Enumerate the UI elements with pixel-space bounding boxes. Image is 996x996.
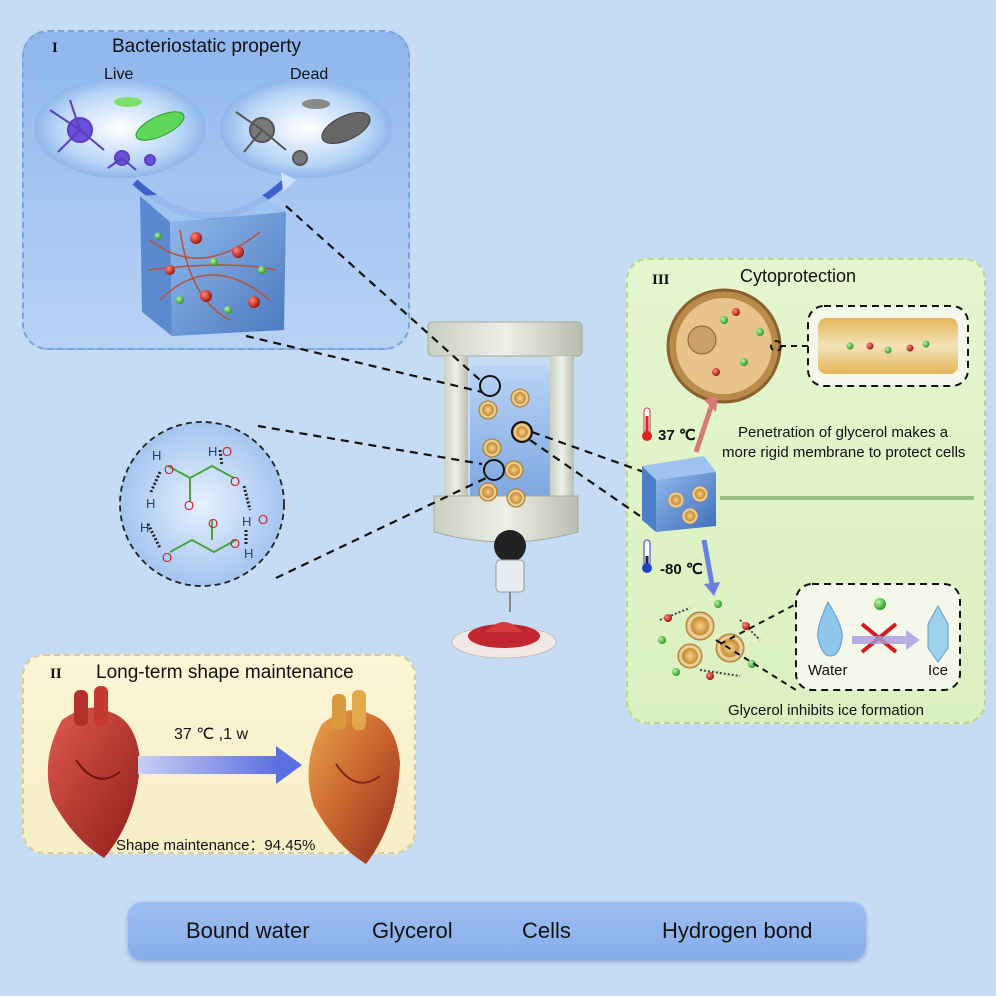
shape-arrow [138, 746, 302, 784]
cold-arrow [701, 539, 715, 585]
atom-h-5: H [140, 520, 150, 535]
live-label: Live [104, 66, 134, 83]
atom-h-3: H [146, 496, 156, 511]
atom-o-5: O [258, 512, 269, 527]
panel1-title: Bacteriostatic property [112, 36, 302, 57]
ice-connector [715, 603, 797, 691]
legend-cells: Cells [522, 918, 571, 943]
atom-o-1: O [164, 462, 175, 477]
panel3-title: Cytoprotection [740, 266, 857, 286]
connector-lines [245, 205, 645, 579]
panel1-numeral: I [52, 40, 58, 56]
protected-cell [666, 288, 782, 404]
live-bacteria-ellipse [34, 78, 206, 178]
glycerol-hydrogen-bond-diagram [119, 421, 285, 587]
ice-label: Ice [928, 662, 949, 679]
divider-line [720, 496, 974, 500]
legend-glycerol: Glycerol [372, 918, 453, 943]
atom-o-8: O [230, 536, 241, 551]
ice-inhibition-zoom [795, 583, 961, 691]
original-heart [47, 686, 140, 858]
hydrogel-block [642, 456, 716, 532]
warm-arrow [693, 403, 715, 453]
ice-caption: Glycerol inhibits ice formation [728, 702, 924, 719]
atom-o-3: O [230, 474, 241, 489]
atom-o-7: O [162, 550, 173, 565]
legend-bound-water: Bound water [186, 918, 310, 943]
atom-o-2: O [222, 444, 233, 459]
dead-bacteria-ellipse [220, 78, 392, 178]
bioprinter [427, 321, 583, 659]
temp-high-label: 37 ℃ [658, 427, 696, 444]
panel2-result: Shape maintenance：94.45% [116, 837, 316, 854]
atom-o-6: O [208, 516, 219, 531]
atom-h-4: H [242, 514, 252, 529]
frozen-cells [658, 600, 761, 680]
penetration-text-1: Penetration of glycerol makes a [738, 424, 949, 441]
atom-h-6: H [244, 546, 254, 561]
membrane-connector [770, 340, 808, 352]
panel3-numeral: III [652, 272, 670, 288]
panel2-title: Long-term shape maintenance [96, 662, 354, 683]
thermometer-low [642, 539, 652, 573]
dead-label: Dead [290, 66, 329, 83]
panel2-condition: 37 ℃ ,1 w [174, 726, 248, 743]
water-label: Water [808, 662, 848, 679]
panel2-numeral: II [50, 666, 62, 682]
atom-h-2: H [208, 444, 218, 459]
penetration-text-2: more rigid membrane to protect cells [722, 444, 966, 461]
maintained-heart [308, 690, 400, 864]
atom-o-4: O [184, 498, 195, 513]
hydrogel-cube [140, 188, 286, 336]
legend: Bound water Glycerol Cells Hydrogen bond [128, 902, 866, 960]
atom-h-1: H [152, 448, 162, 463]
temp-low-label: -80 ℃ [660, 561, 703, 578]
thermometer-high [642, 407, 652, 441]
membrane-zoom [807, 305, 969, 387]
legend-hydrogen-bond: Hydrogen bond [662, 918, 813, 943]
